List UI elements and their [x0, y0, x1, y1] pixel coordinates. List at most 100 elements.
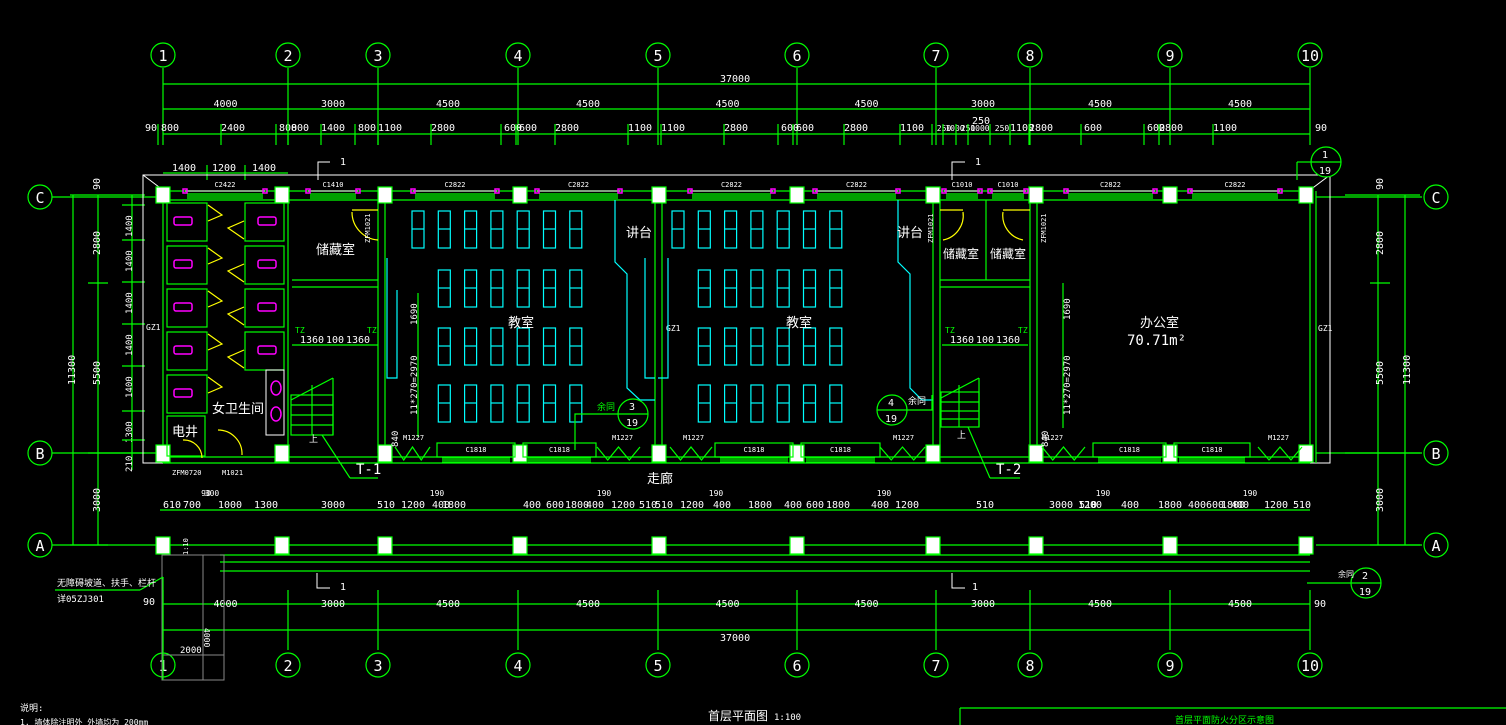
door-swing-4: [879, 446, 926, 461]
axis-bubble-left-B-circle: [27, 440, 53, 466]
corridor-dim-16: 400: [586, 500, 604, 511]
dim-offset-right: 90: [1315, 123, 1327, 134]
axis-bubble-top-9-circle: [1157, 42, 1183, 68]
axis-bubble-left-A-label: A: [35, 537, 44, 555]
axis-bubble-bottom-5-label: 5: [653, 657, 662, 675]
window-top-post-r: [1023, 188, 1029, 194]
detail-dim-top-28: 2800: [1159, 123, 1183, 134]
corridor-dim-25: 400: [784, 500, 802, 511]
toilet-stall-right-2: [244, 245, 285, 285]
column-c-2: [274, 186, 290, 204]
detail-dim-top-8: 2800: [431, 123, 455, 134]
stall-door-left-2: [207, 247, 224, 265]
left-inner-dim-3: 1400: [125, 292, 135, 314]
stall-door-left-3: [207, 290, 224, 308]
detail-dim-top-10: 600: [519, 123, 537, 134]
window-top-post-l: [182, 188, 188, 194]
room-label-classroom-1: 教室: [508, 315, 534, 331]
corridor-dim-28: 400: [871, 500, 889, 511]
column-b-3: [377, 444, 393, 463]
detail-bubble-1: 1 19: [1296, 146, 1342, 180]
detail-3-num: 3: [629, 402, 635, 413]
ramp-note-1: 无障碍坡道、扶手、栏杆: [57, 577, 156, 589]
stair-width-2c: 1360: [996, 335, 1020, 346]
column-b-1: [155, 444, 171, 463]
bay-dim-bottom-7: 3000: [971, 599, 995, 610]
column-a-6: [789, 536, 805, 555]
bay-dim-top-6: 4500: [854, 99, 878, 110]
detail-dim-top-23: 250: [995, 124, 1010, 133]
window-top-post-l: [987, 188, 993, 194]
corridor-dim-11: 400: [432, 500, 450, 511]
detail-dim-top-9: 600: [504, 123, 522, 134]
door-label-m1227-1: M1227: [403, 434, 424, 442]
stair-label-t2: T-2: [996, 462, 1021, 478]
toilet-area: 电井 女卫生间 ZFM0720 M1021 GZ1: [146, 202, 285, 477]
toilet-top-dimensions: 1400 1200 1400: [163, 163, 288, 180]
corridor-dim-22: 190: [709, 489, 724, 498]
room-label-storage-2: 储藏室: [943, 246, 979, 261]
window-label-bottom-3: C1818: [743, 446, 764, 454]
drawing-title: 首层平面图: [708, 709, 768, 723]
bay-dim-top-5: 4500: [715, 99, 739, 110]
right-dimension-chains: 11300 2800 5500 3000 90: [1345, 178, 1420, 546]
window-top-post-r: [1152, 188, 1158, 194]
corridor-dim-40: 1800: [1221, 500, 1245, 511]
window-label-bottom-5: C1818: [1119, 446, 1140, 454]
column-a-9: [1162, 536, 1178, 555]
window-top-post-l: [410, 188, 416, 194]
detail-2-num: 2: [1362, 571, 1368, 582]
left-inner-dim-2: 1400: [125, 250, 135, 272]
corridor-dim-38: 400: [1188, 500, 1206, 511]
corridor-dim-1: 610: [163, 500, 181, 511]
column-b-7: [925, 444, 941, 463]
window-top-post-l: [305, 188, 311, 194]
stair-t2: T-2 上 1360 100 1360 TZ TZ: [940, 326, 1028, 479]
stair-height-2a: 1690: [1063, 298, 1073, 320]
detail-dim-top-13: 1100: [661, 123, 685, 134]
corridor-dim-19: 510: [639, 500, 657, 511]
window-top-post-r: [355, 188, 361, 194]
stall-door-right-4: [226, 349, 245, 369]
column-a-3: [377, 536, 393, 555]
stair-t1: T-1 上 1360 100 1360 TZ TZ: [290, 326, 381, 479]
detail-dim-top-19: 250: [937, 124, 952, 133]
axis-bubble-left-C-circle: [27, 184, 53, 210]
detail-dim-top-14: 2800: [724, 123, 748, 134]
stair-width-2b: 100: [976, 335, 994, 346]
axis-bubble-bottom-10-label: 10: [1301, 657, 1319, 675]
corridor-dim-42: 190: [1243, 489, 1258, 498]
detail-dim-top-18: 1100: [900, 123, 924, 134]
stall-door-right-2: [226, 263, 245, 283]
column-label-tz-3: TZ: [945, 326, 955, 335]
corridor-dim-32: 3000: [1049, 500, 1073, 511]
axis-bubble-left-A-circle: [27, 532, 53, 558]
corridor-dim-34: 1200: [1078, 500, 1102, 511]
window-bottom-frame-3: [714, 442, 794, 458]
detail-1-num: 1: [1322, 150, 1328, 161]
axis-bubble-top-3-circle: [365, 42, 391, 68]
toilet-stall-left-2: [166, 245, 208, 285]
office-area: 70.71m²: [1127, 333, 1186, 349]
detail-dim-top-27: 600: [1147, 123, 1165, 134]
detail-bubble-3: 3 19 余同: [574, 398, 649, 450]
window-bottom-frame-4: [800, 442, 881, 458]
window-top-post-r: [262, 188, 268, 194]
column-a-5: [651, 536, 667, 555]
window-top-post-l: [1187, 188, 1193, 194]
window-label-top-8: C1010: [997, 181, 1018, 189]
door-label-m1227-5: M1227: [1042, 434, 1063, 442]
room-label-podium-1: 讲台: [626, 226, 652, 241]
door-label-zfm1021-1: ZFM1021: [364, 213, 372, 243]
bay-dim-bottom-5: 4500: [715, 599, 739, 610]
left-dim-3: 3000: [92, 488, 103, 512]
stair-up-label-2: 上: [957, 430, 966, 441]
drawing-title-block: 首层平面图 1:100 首层平面防火分区示意图 说明: 1. 墙体除注明外 外墙…: [20, 702, 1506, 725]
detail-dim-top-2: 2400: [221, 123, 245, 134]
accessible-ramp: 无障碍坡道、扶手、栏杆 详05ZJ301 4000 2000 1:10: [55, 538, 225, 681]
left-inner-dim-7: 210: [125, 456, 135, 472]
window-label-bottom-1: C1818: [465, 446, 486, 454]
corridor-dim-26: 600: [806, 500, 824, 511]
